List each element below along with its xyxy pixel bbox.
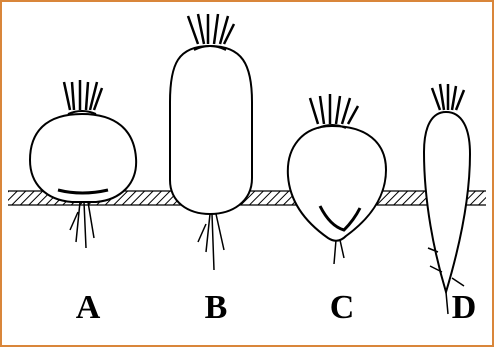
root-a-drawing <box>30 80 136 248</box>
root-label-c: C <box>330 289 355 326</box>
root-d-drawing <box>424 84 470 314</box>
root-label-a: A <box>76 289 101 326</box>
root-c-drawing <box>288 94 386 264</box>
root-b-drawing <box>170 14 252 270</box>
root-label-b: B <box>205 289 228 326</box>
root-label-d: D <box>452 289 477 326</box>
